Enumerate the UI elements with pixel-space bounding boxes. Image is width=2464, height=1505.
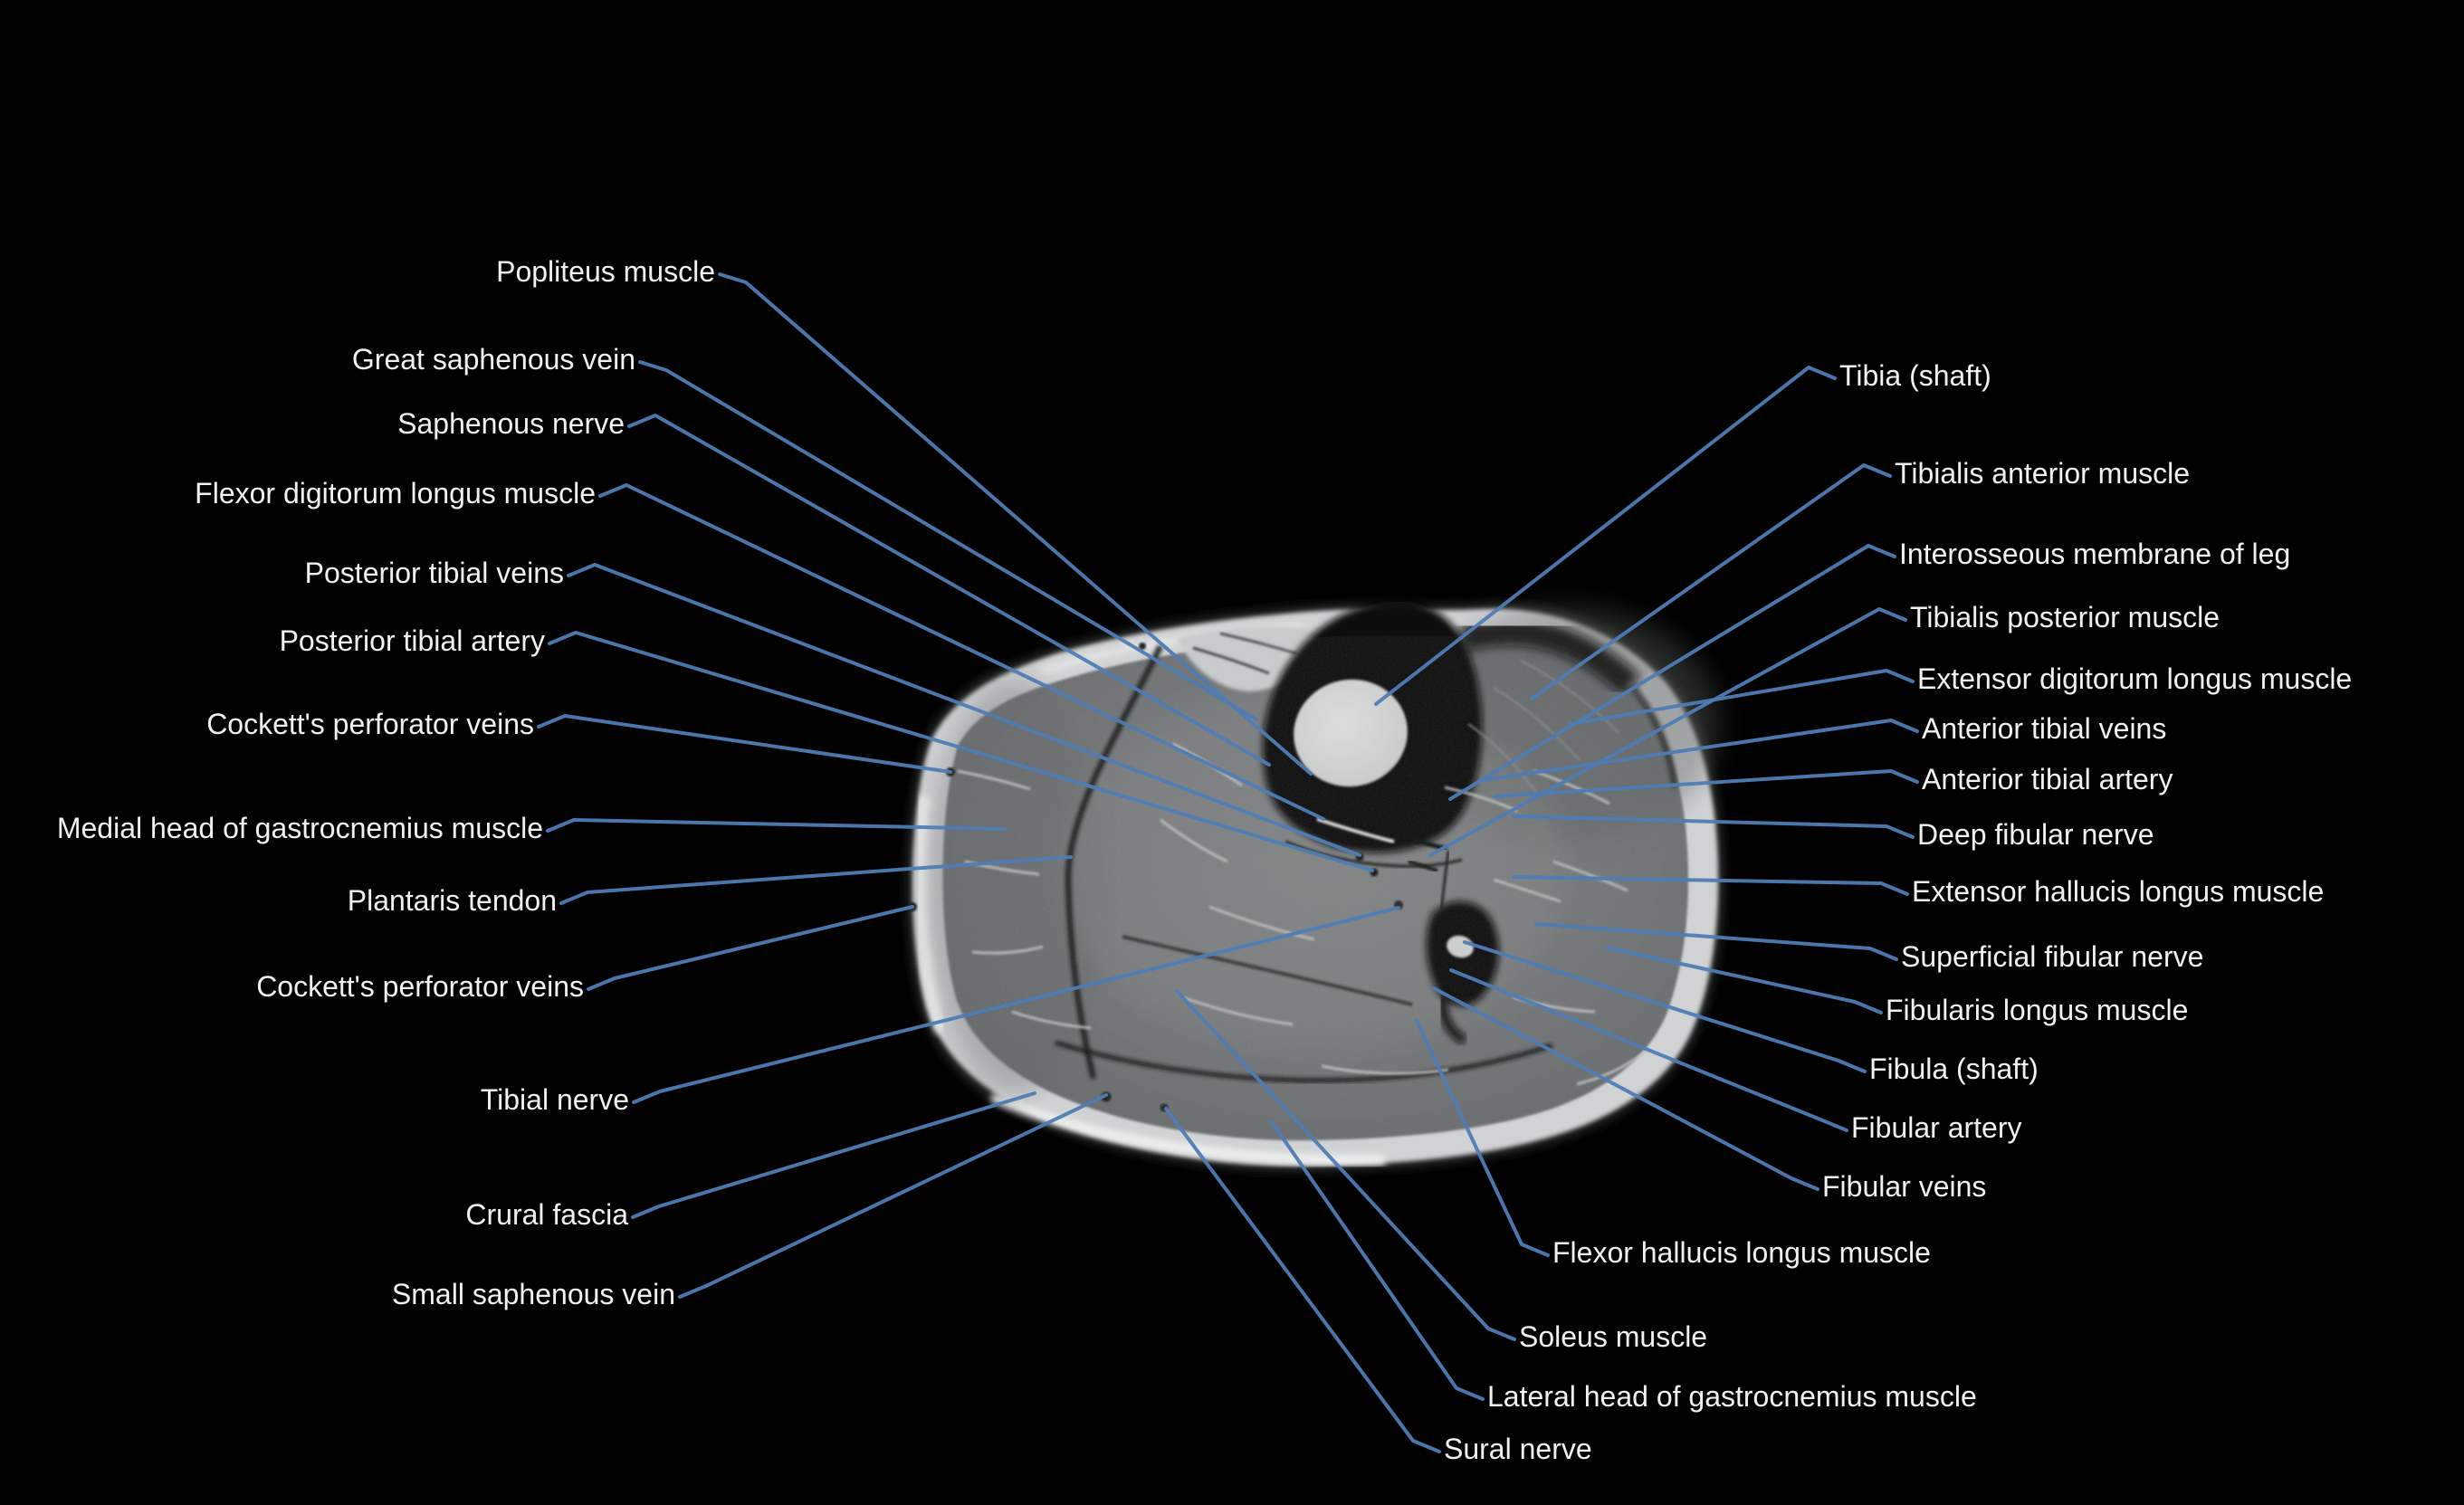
leader-line-posterior-tibial-veins: [567, 563, 1361, 857]
leader-line-tibialis-anterior-muscle: [1530, 463, 1892, 700]
leader-line-cockett-s-perforator-veins: [537, 714, 952, 774]
leader-line-interosseous-membrane-of-leg: [1448, 544, 1896, 801]
leader-line-saphenous-nerve: [627, 414, 1271, 767]
leader-line-flexor-digitorum-longus-muscle: [598, 483, 1325, 821]
leader-line-deep-fibular-nerve: [1512, 814, 1915, 839]
anterior-dark-band: [1458, 617, 1641, 697]
leader-line-soleus-muscle: [1175, 989, 1516, 1341]
leader-line-tibia-shaft: [1374, 366, 1837, 706]
leader-line-extensor-digitorum-longus-muscle: [1569, 669, 1915, 726]
leader-line-tibial-nerve: [632, 906, 1400, 1104]
leader-line-plantaris-tendon: [559, 855, 1073, 905]
leader-line-crural-fascia: [631, 1091, 1036, 1219]
leader-line-cockett-s-perforator-veins: [587, 905, 914, 991]
leader-line-anterior-tibial-veins: [1481, 719, 1919, 782]
leader-lines-group: [537, 272, 1919, 1453]
leader-line-popliteus-muscle: [718, 272, 1313, 776]
mri-grain: [942, 633, 1689, 1141]
leader-line-great-saphenous-vein: [638, 360, 1258, 721]
leader-line-sural-nerve: [1164, 1107, 1441, 1453]
leader-line-tibialis-posterior-muscle: [1428, 607, 1907, 857]
leader-line-posterior-tibial-artery: [548, 631, 1374, 872]
leader-line-superficial-fibular-nerve: [1534, 922, 1898, 961]
leader-line-extensor-hallucis-longus-muscle: [1512, 875, 1909, 896]
leader-line-fibular-veins: [1432, 986, 1819, 1191]
leader-line-fibular-artery: [1449, 968, 1848, 1132]
leader-line-fibularis-longus-muscle: [1605, 946, 1883, 1014]
great-saphenous-vein-dot: [1139, 643, 1146, 650]
leader-line-lateral-head-of-gastrocnemius-muscle: [1270, 1120, 1485, 1401]
leader-line-small-saphenous-vein: [678, 1093, 1108, 1299]
fat-highlight-medial: [914, 795, 948, 1033]
mri-cross-section: [908, 601, 1723, 1171]
fat-highlight-posterior: [989, 1091, 1386, 1166]
leader-line-anterior-tibial-artery: [1494, 769, 1919, 798]
leader-line-medial-head-of-gastrocnemius-muscle: [546, 818, 1007, 833]
leader-line-flexor-hallucis-longus-muscle: [1415, 1019, 1550, 1257]
leader-line-fibula-shaft: [1463, 940, 1867, 1073]
